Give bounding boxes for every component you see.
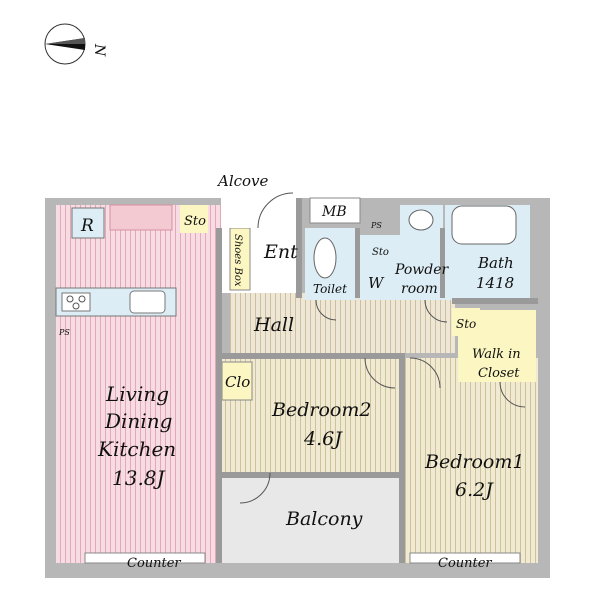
balcony-floor	[222, 478, 400, 563]
balcony-label: Balcony	[285, 508, 363, 530]
bath-label-2: 1418	[476, 274, 514, 292]
sto-right-floor	[452, 308, 480, 336]
bathtub-icon	[451, 205, 517, 245]
counter-right-label: Counter	[438, 556, 492, 571]
powder-label-1: Powder	[394, 262, 450, 278]
clo-label: Clo	[225, 373, 250, 391]
ps-small-label: PS	[370, 221, 382, 230]
stove-icon	[61, 292, 91, 312]
counter-left-box	[84, 552, 206, 564]
bedroom2-label-1: Bedroom2	[271, 399, 371, 421]
ldk-label-2: Dining	[104, 409, 172, 433]
walkin-label-2: Closet	[478, 366, 520, 381]
sink-icon	[129, 290, 166, 314]
mb-label: MB	[321, 204, 347, 220]
w-label: W	[368, 274, 385, 292]
refrigerator-icon	[71, 207, 105, 239]
alcove-label: Alcove	[216, 172, 269, 190]
hall-label: Hall	[253, 314, 294, 336]
bedroom2-label-2: 4.6J	[303, 428, 343, 450]
ldk-label-4: 13.8J	[112, 466, 166, 490]
refrigerator-label: R	[80, 216, 94, 236]
ent-label: Ent	[263, 241, 298, 263]
shoes-box-label: Shoes Box	[232, 234, 243, 287]
ldk-floor	[56, 205, 221, 563]
compass-north-label: N	[91, 43, 107, 57]
inner-walls	[216, 198, 538, 563]
bedroom1-floor	[405, 358, 538, 563]
clo-floor	[221, 361, 253, 401]
mb-box	[309, 197, 361, 224]
toilet-icon	[313, 237, 337, 279]
sto-small-label: Sto	[372, 247, 389, 258]
ldk-label-3: Kitchen	[97, 437, 176, 461]
sto-right-label: Sto	[456, 317, 476, 331]
powder-room-floor	[360, 235, 445, 300]
sto-top-floor	[180, 205, 208, 233]
bedroom1-label-1: Bedroom1	[424, 451, 524, 473]
door-swings	[239, 192, 526, 504]
bath-label-1: Bath	[477, 254, 514, 272]
washbasin-icon	[408, 209, 434, 231]
hall-floor	[230, 293, 455, 353]
ps-left-label: PS	[58, 328, 70, 337]
sto-top-label: Sto	[184, 214, 206, 229]
counter-left-label: Counter	[127, 556, 181, 571]
walkin-label-1: Walk in	[472, 347, 521, 362]
toilet-label: Toilet	[313, 282, 347, 296]
counter-right-box	[409, 552, 521, 564]
bedroom1-label-2: 6.2J	[455, 479, 494, 501]
cabinets	[109, 204, 173, 231]
ldk-label-1: Living	[105, 382, 169, 406]
compass-icon	[44, 23, 86, 65]
powder-label-2: room	[401, 281, 438, 297]
